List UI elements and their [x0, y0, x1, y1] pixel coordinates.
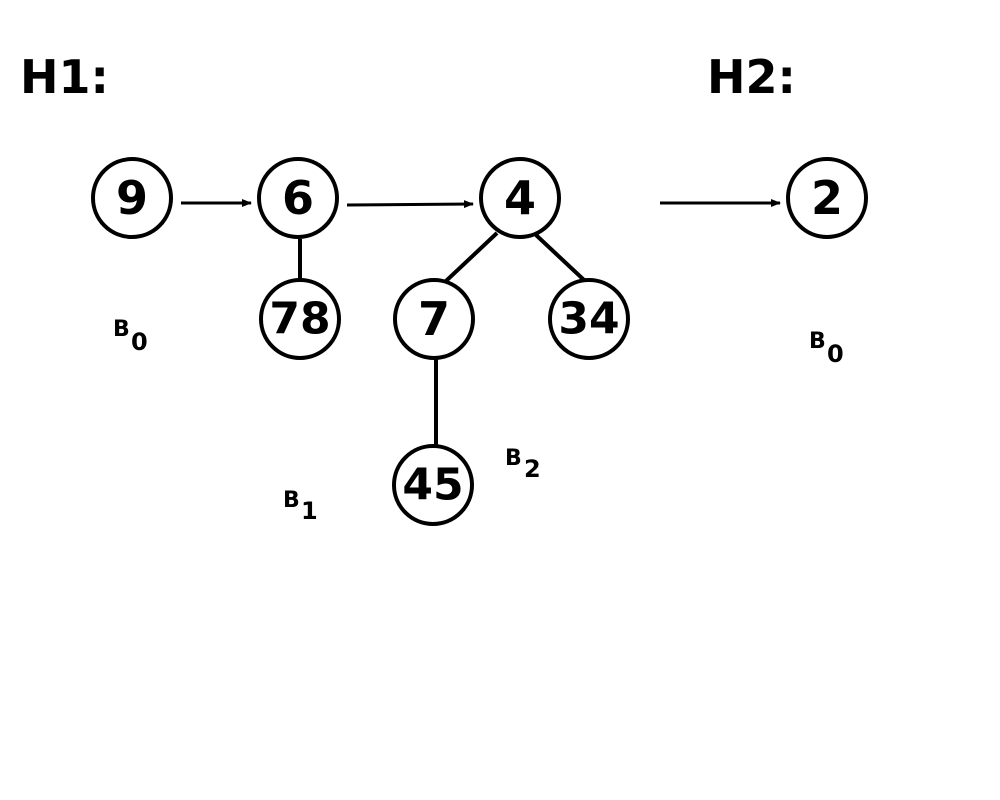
node-key: 78: [269, 294, 330, 345]
heap-h2-label: H2:: [707, 50, 796, 104]
node-key: 45: [402, 460, 463, 511]
heap-node: 4: [479, 157, 561, 239]
heap-node: 78: [259, 278, 341, 360]
heap-h1-label: H1:: [20, 50, 109, 104]
heap-node: 9: [91, 157, 173, 239]
node-key: 6: [282, 171, 314, 225]
edge-4-7: [444, 231, 499, 283]
node-key: 9: [116, 171, 148, 225]
heap-node: 6: [257, 157, 339, 239]
tree-label-order: 1: [301, 497, 318, 525]
node-key: 2: [811, 171, 843, 225]
heap-node: 2: [786, 157, 868, 239]
node-key: 7: [418, 292, 450, 346]
tree-label-letter: B: [809, 329, 826, 354]
heap-node: 7: [393, 278, 475, 360]
tree-label-order: 0: [827, 340, 844, 368]
root-link-6-4: [346, 200, 474, 209]
tree-label: B 0: [809, 329, 844, 368]
node-key: 34: [558, 294, 619, 345]
tree-label-order: 0: [131, 328, 148, 356]
tree-label: B 0: [113, 317, 148, 356]
tree-label: B 2: [505, 446, 541, 483]
tree-label-letter: B: [505, 446, 522, 471]
tree-label-letter: B: [113, 317, 130, 342]
heap-node: 34: [548, 278, 630, 360]
heap-node: 45: [392, 444, 474, 526]
tree-label-letter: B: [283, 488, 300, 513]
tree-label: B 1: [283, 488, 318, 525]
node-key: 4: [504, 171, 536, 225]
tree-label-order: 2: [524, 455, 541, 483]
edge-4-34: [534, 233, 586, 282]
